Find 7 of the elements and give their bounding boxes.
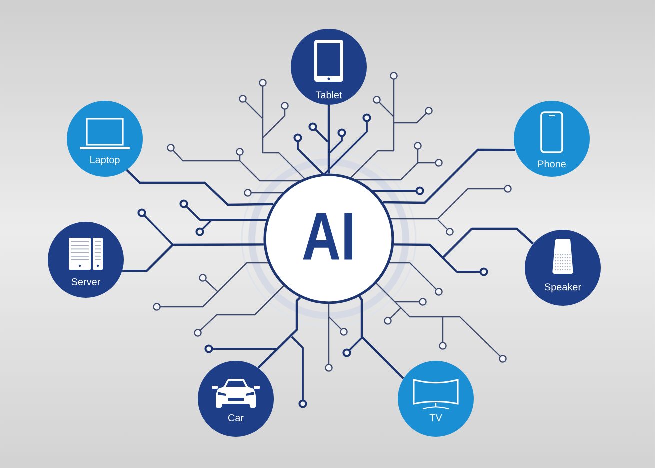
circuit-line (394, 228, 534, 260)
circuit-line (358, 296, 404, 380)
circuit-line (126, 170, 274, 206)
circuit-line (122, 244, 264, 272)
circuit-line (258, 296, 302, 369)
circuit-line (328, 105, 330, 174)
circuit-line (383, 148, 516, 204)
